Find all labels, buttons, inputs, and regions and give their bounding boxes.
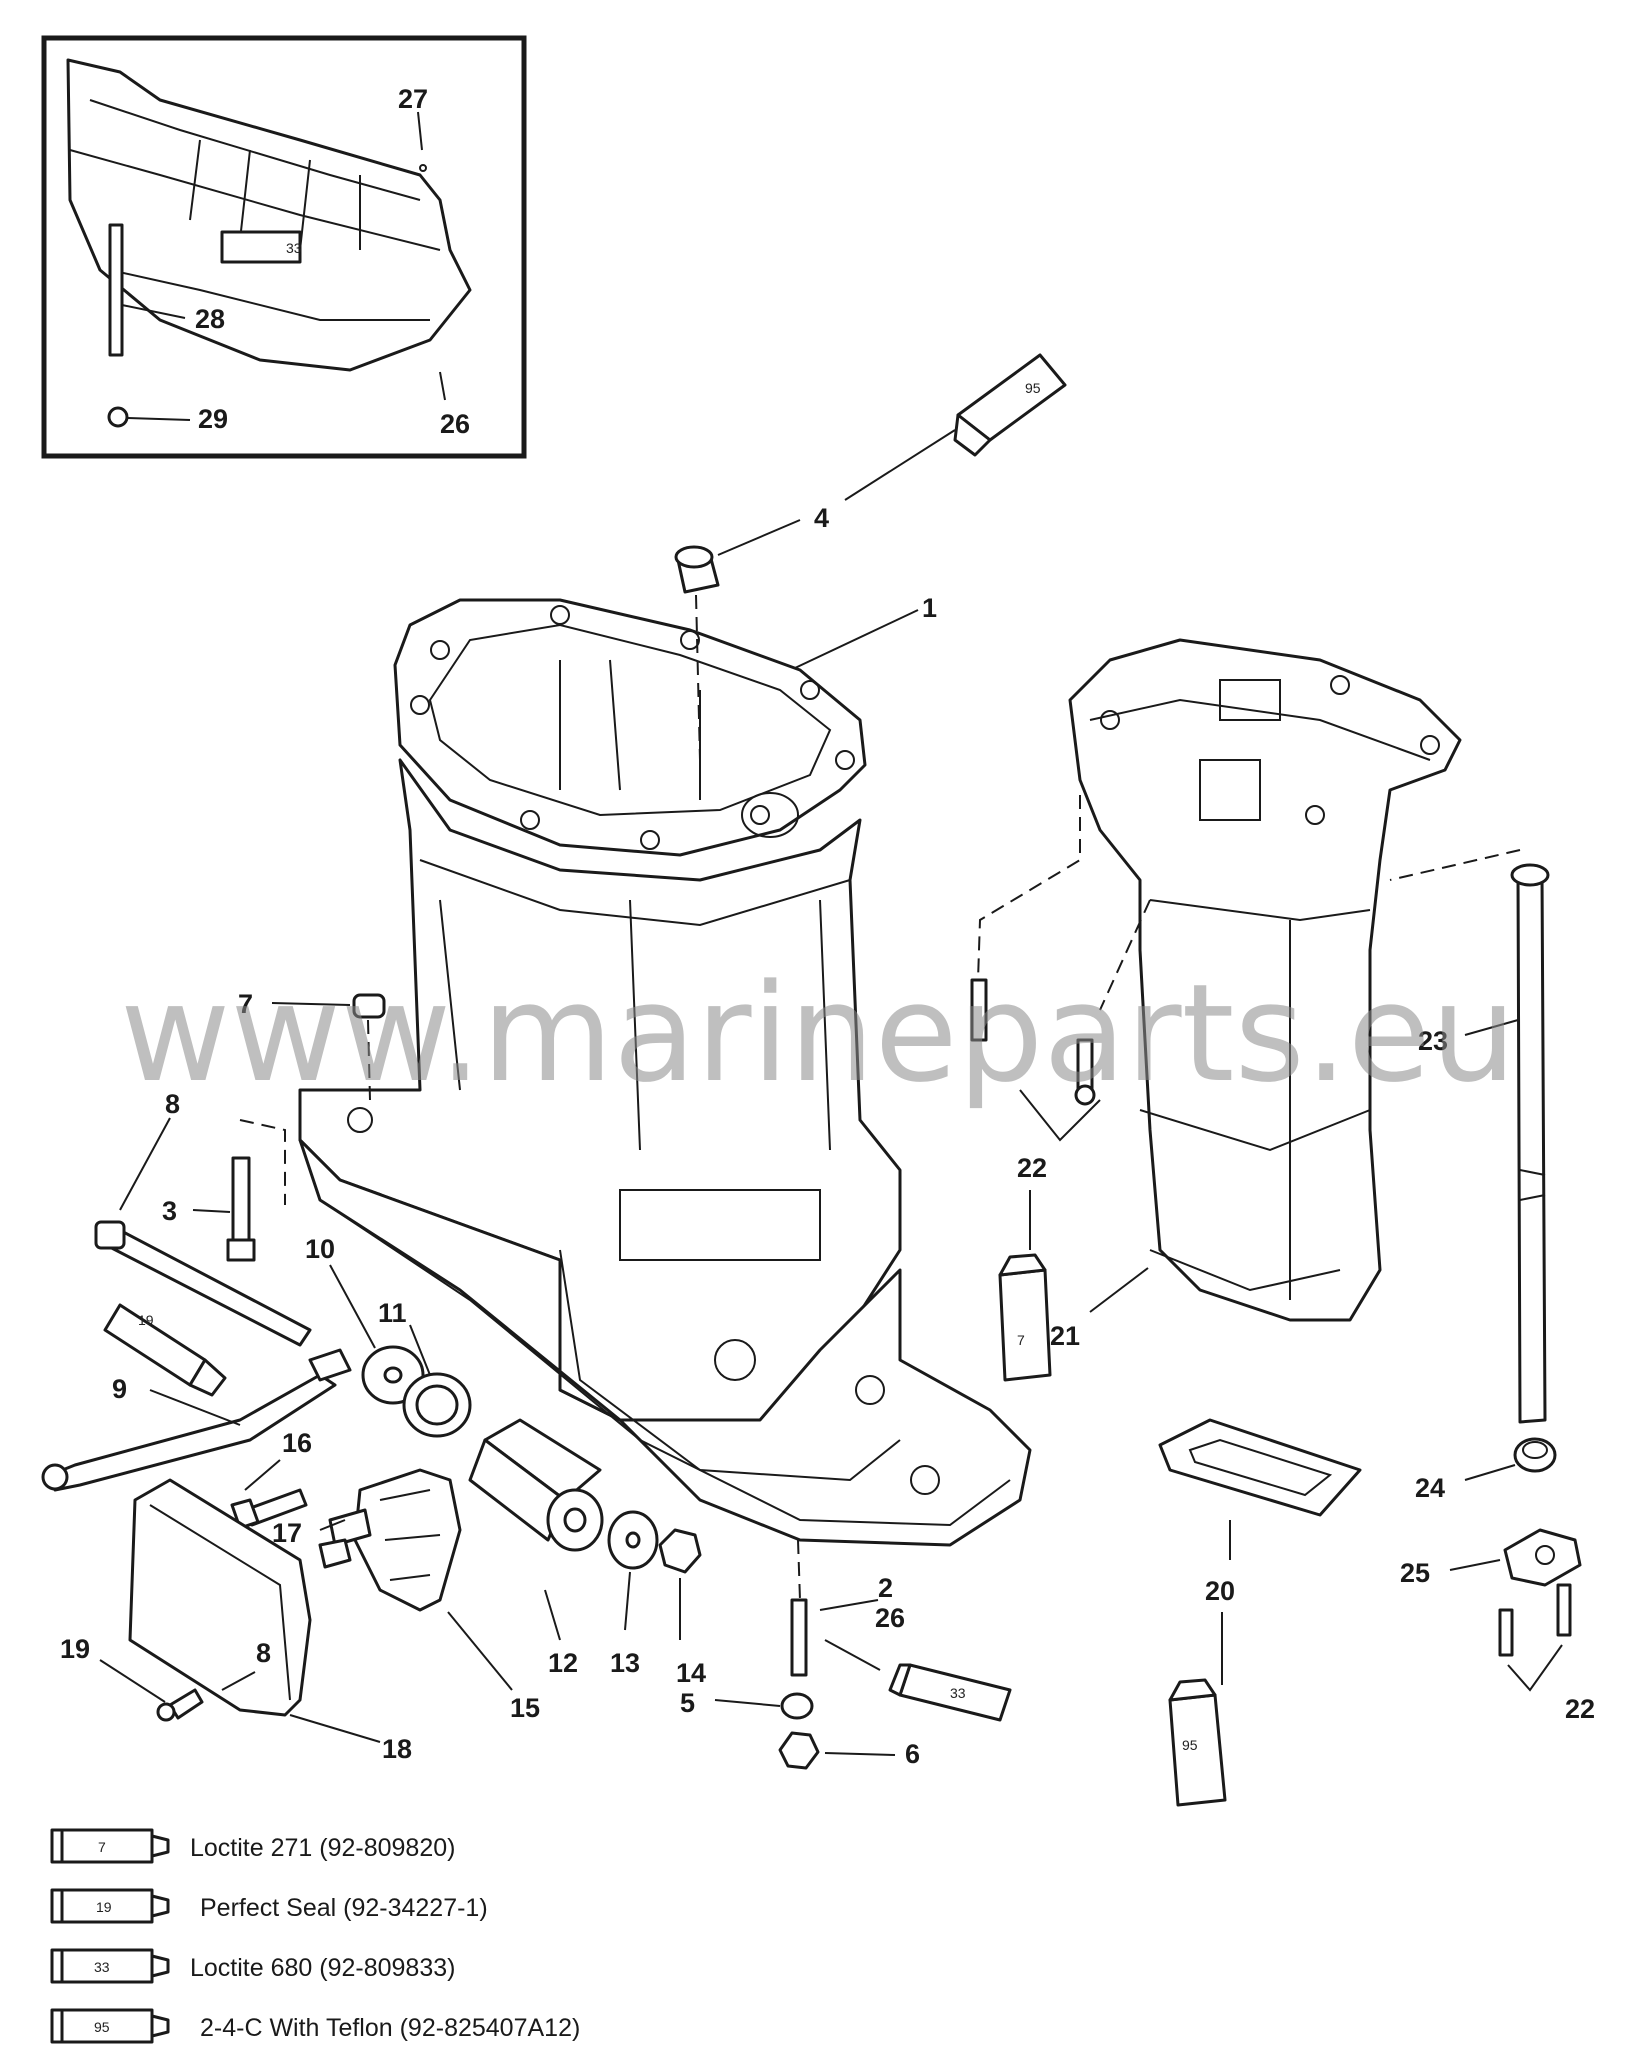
seal-20 [1158,1418,1362,1517]
bracket-15 [318,1468,462,1612]
legend-row: 33 Loctite 680 (92-809833) [50,1948,455,1984]
callout-17: 17 [272,1518,302,1548]
water-tube-23 [1389,849,1550,1424]
driveshaft-housing-1 [298,598,1032,1547]
tube-2-label: 33 [950,1685,966,1701]
plug-7 [352,993,386,1101]
callout-12: 12 [548,1648,578,1678]
callout-6: 6 [905,1739,920,1769]
tube-22: 7 [998,1253,1052,1382]
bolt-8 [94,1220,312,1347]
watermark: www.marineparts.eu [120,955,1516,1112]
tube-20: 95 [1168,1678,1227,1807]
callout-11: 11 [378,1298,407,1328]
callout-2: 2 [878,1573,893,1603]
callout-25: 25 [1400,1558,1430,1588]
callout-8b: 8 [256,1638,271,1668]
callout-7: 7 [238,989,253,1019]
callout-14: 14 [676,1658,706,1688]
cover-18 [128,1478,312,1717]
legend-text: 2-4-C With Teflon (92-825407A12) [200,2014,580,2042]
callout-22a: 22 [1017,1153,1047,1183]
callout-13: 13 [610,1648,640,1678]
tube-22-label: 7 [1017,1332,1025,1348]
exhaust-tube-21 [1068,638,1462,1322]
callout-29: 29 [198,404,228,434]
legend-row: 19 Perfect Seal (92-34227-1) [50,1888,488,1924]
callout-28: 28 [195,304,225,334]
callout-9: 9 [112,1374,127,1404]
tube-4: 95 [953,353,1067,457]
legend-code: 19 [96,1899,112,1915]
callout-1: 1 [922,593,937,623]
grommet-24 [1513,1437,1557,1473]
callout-20: 20 [1205,1576,1235,1606]
callout-10: 10 [305,1234,335,1264]
callout-5: 5 [680,1688,695,1718]
tube-2: 33 [888,1663,1012,1722]
stud-2 [790,1539,808,1677]
callout-22b: 22 [1565,1694,1595,1724]
inset-nut-29 [107,406,129,428]
nut-14 [658,1528,702,1574]
plug-4 [674,545,720,761]
callout-23: 23 [1418,1026,1448,1056]
tube-8: 19 [103,1303,227,1397]
legend-text: Loctite 271 (92-809820) [190,1834,455,1862]
callout-26b: 26 [875,1603,905,1633]
callout-3: 3 [162,1196,177,1226]
ground-wire-9 [41,1348,352,1492]
inset-panel: 33 28 29 27 26 [41,35,527,459]
legend-row: 95 2-4-C With Teflon (92-825407A12) [50,2008,580,2044]
callout-8: 8 [165,1089,180,1119]
tube-20-label: 95 [1182,1737,1198,1753]
legend-code: 7 [98,1839,106,1855]
callout-16: 16 [282,1428,312,1458]
callout-26: 26 [440,409,470,439]
legend-text: Perfect Seal (92-34227-1) [200,1894,488,1922]
legend-text: Loctite 680 (92-809833) [190,1954,455,1982]
legend-row: 7 Loctite 271 (92-809820) [50,1828,455,1864]
screws-22 [970,795,1151,1106]
callout-18: 18 [382,1734,412,1764]
plate-25 [1498,1528,1582,1657]
callout-24: 24 [1415,1473,1445,1503]
legend: 7 Loctite 271 (92-809820) 19 Perfect Sea… [50,1828,580,2044]
trim-tab-anode-12 [468,1418,604,1552]
tube-4-label: 95 [1025,380,1041,396]
bolt-3 [226,1119,286,1262]
nut-6 [778,1731,820,1770]
callout-27: 27 [398,84,428,114]
callout-21: 21 [1050,1321,1080,1351]
inset-tube-33 [220,230,302,264]
inset-stud-28 [108,223,124,357]
legend-code: 95 [94,2019,110,2035]
tube-8-label: 19 [138,1312,154,1328]
washer-5 [780,1692,814,1720]
inset-tube-label: 33 [286,240,302,256]
legend-code: 33 [94,1959,110,1975]
callout-4: 4 [814,503,829,533]
ring-11 [402,1372,472,1438]
callout-15: 15 [510,1693,540,1723]
screw-19 [156,1688,204,1722]
callout-19: 19 [60,1634,90,1664]
washer-13 [607,1510,659,1570]
